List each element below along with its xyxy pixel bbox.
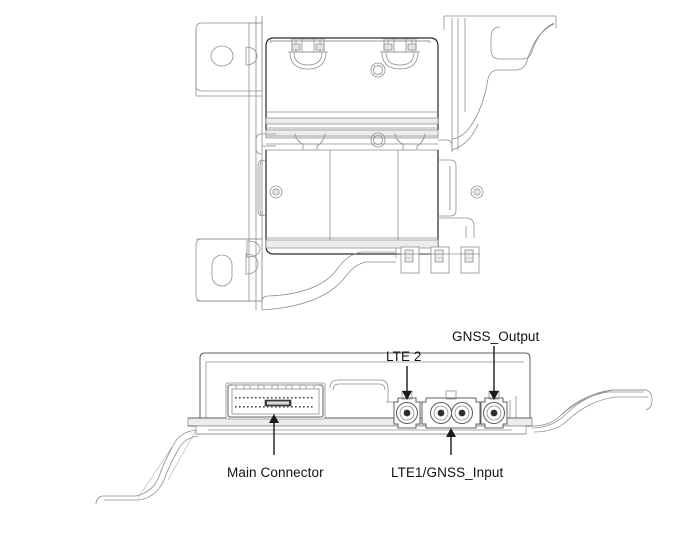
callout-leader-lte1-gnss-input	[446, 428, 456, 455]
side-right-inner-wall	[509, 396, 517, 418]
coax-connector-lte2[interactable]	[393, 390, 421, 429]
housing-clip-right	[380, 38, 420, 70]
screw-boss-mid	[370, 132, 386, 148]
callout-leader-main-connector	[269, 414, 279, 455]
connector-pin-row-bottom	[235, 406, 313, 408]
screw-boss-lower-right	[470, 185, 484, 199]
coax-connector-gnss-output[interactable]	[480, 390, 508, 429]
callout-label-lte1-gnss-input: LTE1/GNSS_Input	[391, 465, 504, 480]
callout-leader-gnss-output	[489, 346, 499, 400]
stub-1	[400, 246, 420, 274]
callout-label-lte2: LTE 2	[386, 349, 422, 364]
bracket-rails	[195, 16, 263, 310]
housing-clip-left	[288, 38, 328, 70]
bracket-sweep	[261, 248, 397, 311]
callout-label-main-connector: Main Connector	[227, 465, 324, 480]
side-bracket-right-arm	[531, 389, 653, 433]
side-bracket-left-arm	[95, 429, 199, 505]
coax-connector-lte1-gnss-input[interactable]	[421, 390, 481, 429]
callout-label-gnss-output: GNSS_Output	[452, 329, 540, 344]
screw-boss-upper	[370, 62, 386, 78]
callout-leader-lte2	[402, 366, 412, 400]
housing-upper-block	[265, 37, 439, 131]
connector-pin-row-top	[235, 397, 313, 399]
bracket-right-wing	[443, 15, 557, 151]
housing-mid-band	[255, 129, 453, 155]
bottom-connector-stubs	[396, 246, 480, 274]
screw-boss-lower-left	[269, 185, 283, 199]
housing-right-edge	[438, 159, 475, 238]
